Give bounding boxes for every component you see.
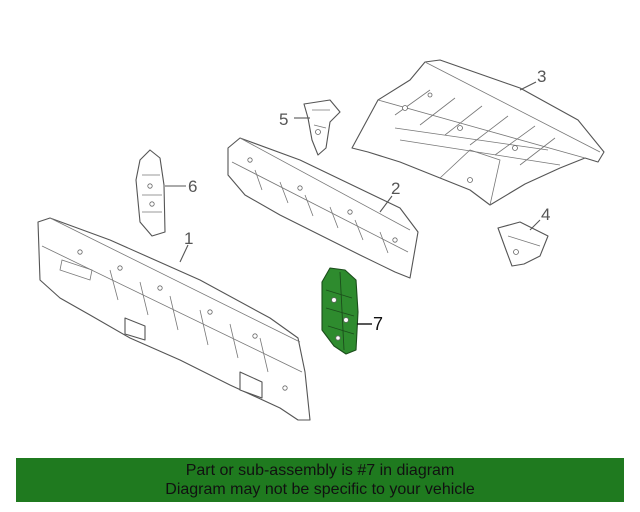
part-4-bracket: [497, 221, 549, 267]
part-5-bracket: [303, 99, 341, 156]
callout-1: 1: [179, 229, 193, 263]
callout-5-label: 5: [279, 110, 288, 129]
part-3-package-tray: [351, 59, 605, 206]
banner-line-2: Diagram may not be specific to your vehi…: [165, 481, 475, 498]
callout-7-label: 7: [373, 314, 383, 334]
info-banner: Part or sub-assembly is #7 in diagram Di…: [16, 458, 624, 502]
callout-2-label: 2: [391, 179, 400, 198]
banner-line-1: Part or sub-assembly is #7 in diagram: [185, 462, 455, 479]
callout-4-label: 4: [541, 205, 550, 224]
callout-4: 4: [529, 205, 550, 231]
callout-3: 3: [519, 67, 546, 91]
callout-3-label: 3: [537, 67, 546, 86]
callout-7: 7: [357, 314, 383, 334]
callout-1-label: 1: [184, 229, 193, 248]
callout-5: 5: [279, 110, 310, 129]
part-2-upper-rear-panel: [227, 137, 419, 279]
part-7-reinforcement-highlighted: [321, 267, 359, 355]
callout-2: 2: [379, 179, 400, 213]
part-1-rear-panel: [37, 217, 311, 421]
part-6-side-bracket: [135, 149, 166, 237]
callout-6-label: 6: [188, 177, 197, 196]
callout-6: 6: [165, 177, 197, 196]
parts-diagram: 1 2 3 4 5 6 7: [37, 59, 605, 421]
